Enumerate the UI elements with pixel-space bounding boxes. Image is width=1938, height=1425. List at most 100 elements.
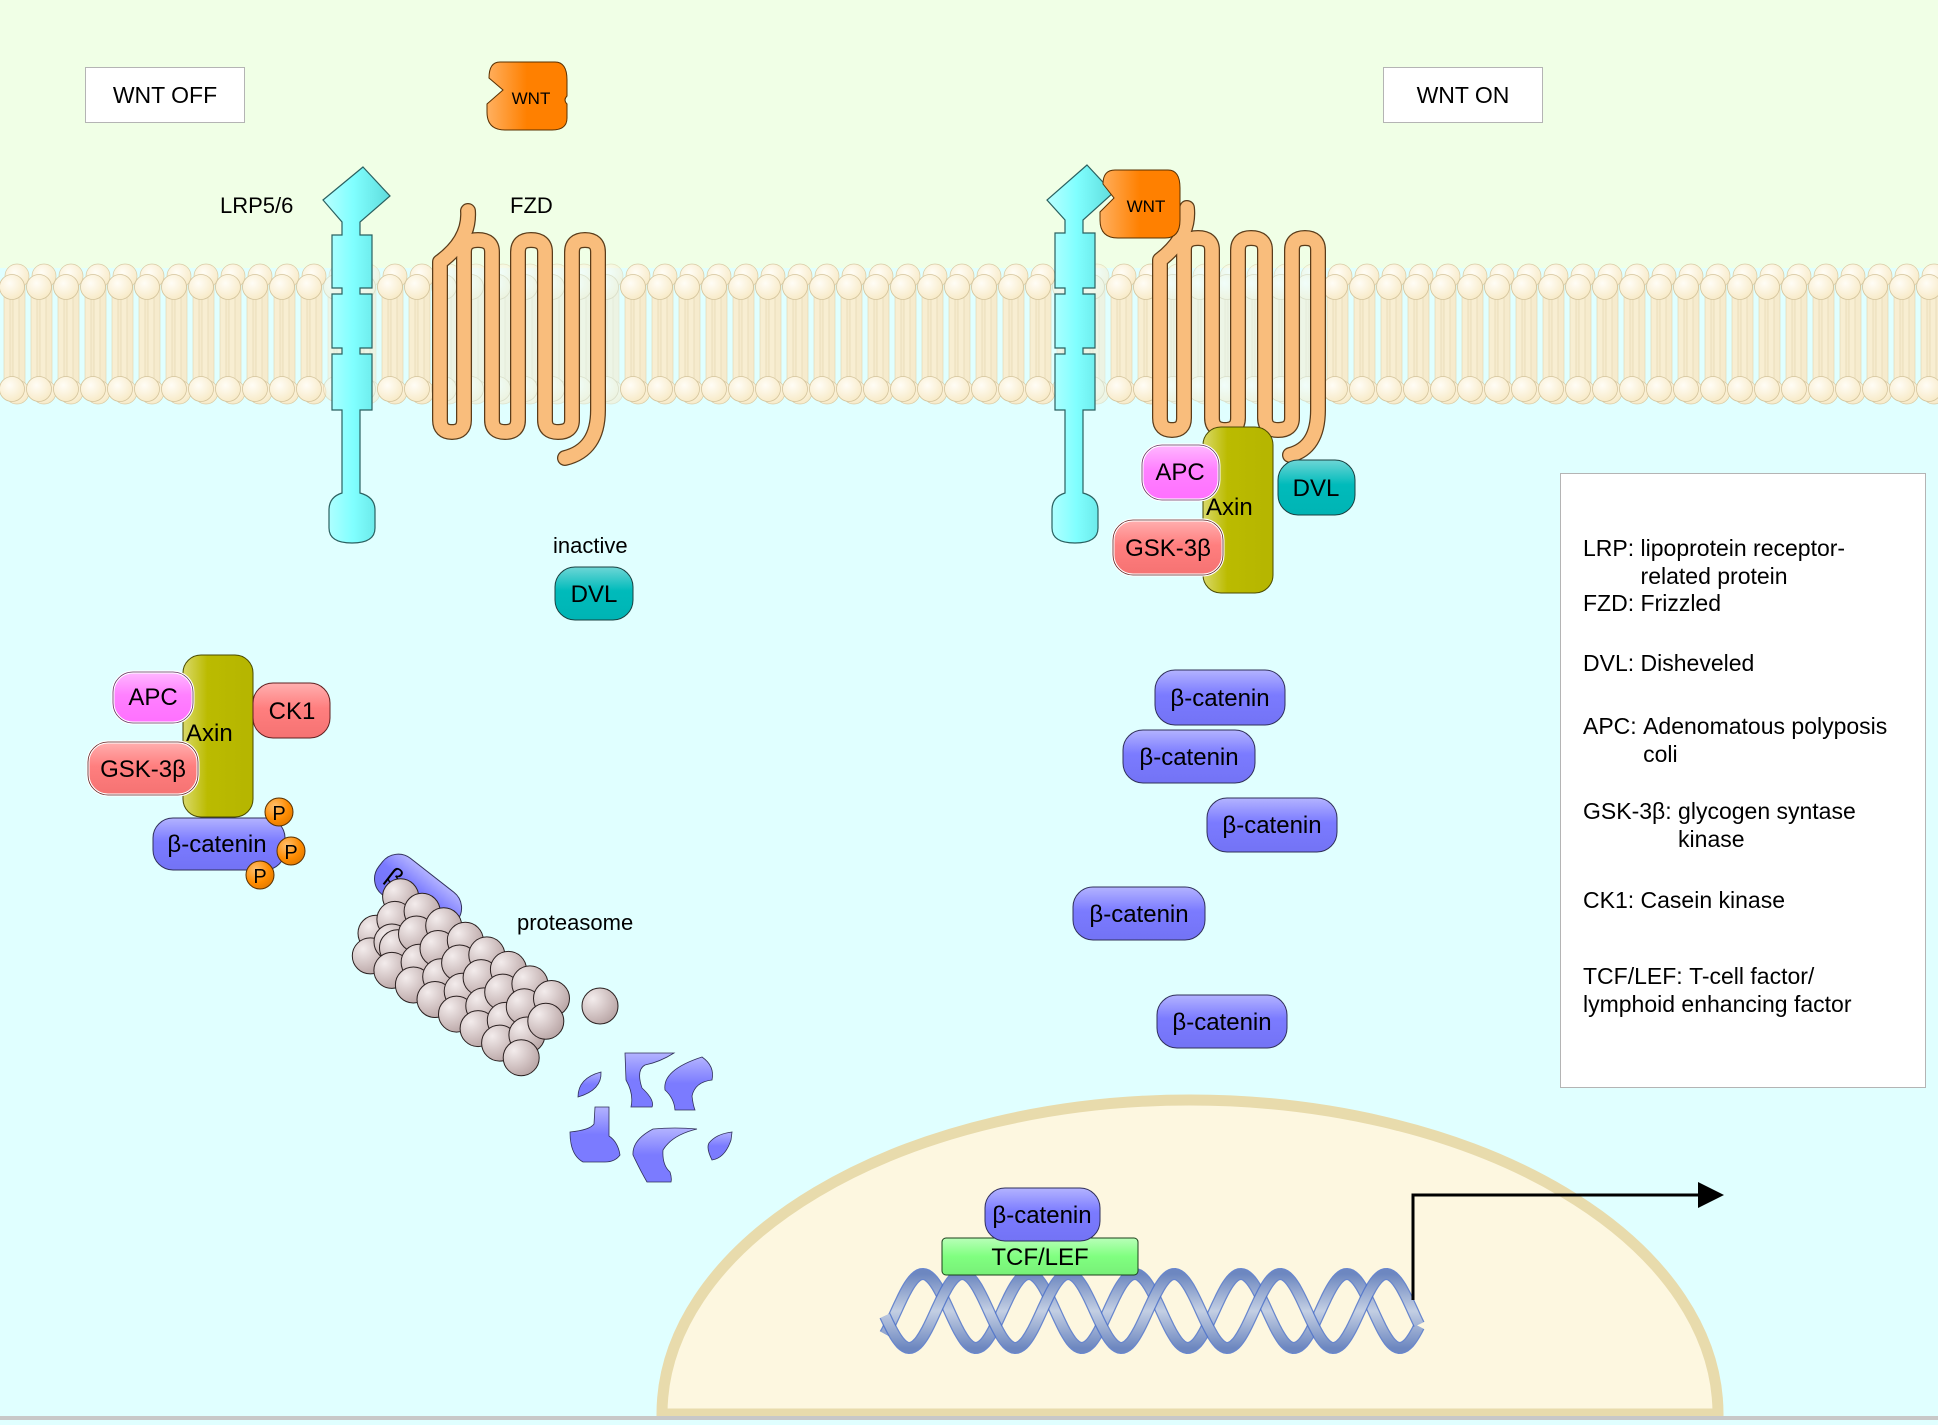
- proteasome-subunit: [582, 988, 618, 1024]
- fzd-receptor-off: [440, 211, 598, 458]
- axin-on-label: Axin: [1206, 494, 1253, 521]
- lipid: [729, 264, 759, 404]
- lipid: [27, 264, 57, 404]
- tcf-lef-label: TCF/LEF: [991, 1244, 1088, 1271]
- lipid: [1863, 264, 1893, 404]
- lipid: [297, 264, 327, 404]
- gsk3b-on-label: GSK-3β: [1125, 535, 1211, 562]
- legend-item-gsk3b: GSK-3β: glycogen syntase kinase: [1583, 797, 1856, 853]
- apc-on-label: APC: [1155, 459, 1204, 486]
- wnt-free-label: WNT: [512, 89, 551, 108]
- free-beta-catenin: β-catenin: [1073, 887, 1205, 940]
- svg-text:P: P: [253, 866, 266, 888]
- free-beta-catenin: β-catenin: [1123, 730, 1255, 783]
- lipid: [999, 264, 1029, 404]
- lipid: [1458, 264, 1488, 404]
- lipid: [216, 264, 246, 404]
- lipid: [864, 264, 894, 404]
- bottom-border: [0, 1416, 1938, 1420]
- lipid: [1701, 264, 1731, 404]
- svg-text:P: P: [272, 803, 285, 825]
- beta-catenin-nuclear-label: β-catenin: [992, 1202, 1091, 1229]
- wnt-ligand-free: WNT: [487, 62, 567, 130]
- svg-text:β-catenin: β-catenin: [1089, 901, 1188, 928]
- lipid: [1728, 264, 1758, 404]
- ck1-label: CK1: [269, 698, 316, 725]
- lipid: [1674, 264, 1704, 404]
- lipid: [1539, 264, 1569, 404]
- lipid: [702, 264, 732, 404]
- svg-text:β-catenin: β-catenin: [1139, 744, 1238, 771]
- phosphate-group: P: [277, 837, 305, 865]
- gsk3b-label: GSK-3β: [100, 756, 186, 783]
- dvl-inactive: DVL: [555, 567, 633, 620]
- lipid: [0, 264, 29, 404]
- lipid: [621, 264, 651, 404]
- svg-text:β-catenin: β-catenin: [1170, 685, 1269, 712]
- lipid: [1404, 264, 1434, 404]
- axin-label: Axin: [186, 720, 233, 747]
- free-beta-catenin: β-catenin: [1157, 995, 1287, 1048]
- lipid: [81, 264, 111, 404]
- proteasome-subunit: [503, 1040, 539, 1076]
- lipid: [108, 264, 138, 404]
- lipid: [1566, 264, 1596, 404]
- lipid: [1809, 264, 1839, 404]
- lipid: [945, 264, 975, 404]
- lipid: [1512, 264, 1542, 404]
- fzd-label: FZD: [510, 193, 553, 218]
- lipid: [1890, 264, 1920, 404]
- lipid: [648, 264, 678, 404]
- dvl-inactive-label: DVL: [571, 581, 618, 608]
- lipid: [675, 264, 705, 404]
- legend-item-ck1: CK1: Casein kinase: [1583, 886, 1785, 914]
- legend-item-fzd: FZD: Frizzled: [1583, 589, 1721, 617]
- lipid: [162, 264, 192, 404]
- inactive-label: inactive: [553, 533, 628, 558]
- lipid: [243, 264, 273, 404]
- lipid: [756, 264, 786, 404]
- phosphate-group: P: [265, 798, 293, 826]
- tcf-lef-protein: TCF/LEF: [942, 1238, 1138, 1275]
- lipid: [405, 264, 435, 404]
- phosphate-group: P: [246, 861, 274, 889]
- svg-text:P: P: [284, 842, 297, 864]
- lipid: [837, 264, 867, 404]
- lipid: [135, 264, 165, 404]
- lipid: [1350, 264, 1380, 404]
- legend-item-dvl: DVL: Disheveled: [1583, 649, 1754, 677]
- free-beta-catenin: β-catenin: [1207, 798, 1337, 852]
- lipid: [1593, 264, 1623, 404]
- lipid: [378, 264, 408, 404]
- lipid: [918, 264, 948, 404]
- beta-catenin-nuclear: β-catenin: [985, 1188, 1100, 1241]
- apc-label: APC: [128, 684, 177, 711]
- lipid: [1647, 264, 1677, 404]
- lipid: [1377, 264, 1407, 404]
- wnt-on-label: WNT ON: [1383, 67, 1543, 123]
- lipid: [1755, 264, 1785, 404]
- lipid: [1107, 264, 1137, 404]
- svg-text:β-catenin: β-catenin: [1172, 1009, 1271, 1036]
- lipid: [270, 264, 300, 404]
- proteasome-label: proteasome: [517, 910, 633, 935]
- lipid: [783, 264, 813, 404]
- lipid: [1620, 264, 1650, 404]
- free-beta-catenin: β-catenin: [1155, 670, 1285, 725]
- lipid: [1782, 264, 1812, 404]
- lipid: [810, 264, 840, 404]
- fzd-receptor-on: [1160, 208, 1318, 455]
- lrp-label: LRP5/6: [220, 193, 293, 218]
- wnt-bound-label: WNT: [1127, 197, 1166, 216]
- legend-item-lrp: LRP: lipoprotein receptor- related prote…: [1583, 534, 1845, 590]
- dvl-active-label: DVL: [1293, 475, 1340, 502]
- lipid: [1485, 264, 1515, 404]
- wnt-off-label: WNT OFF: [85, 67, 245, 123]
- extracellular-space: [0, 0, 1938, 268]
- legend-box: LRP: lipoprotein receptor- related prote…: [1560, 473, 1926, 1088]
- lipid: [1026, 264, 1056, 404]
- lipid: [972, 264, 1002, 404]
- lipid: [891, 264, 921, 404]
- proteasome-subunit: [528, 1003, 564, 1039]
- lipid: [54, 264, 84, 404]
